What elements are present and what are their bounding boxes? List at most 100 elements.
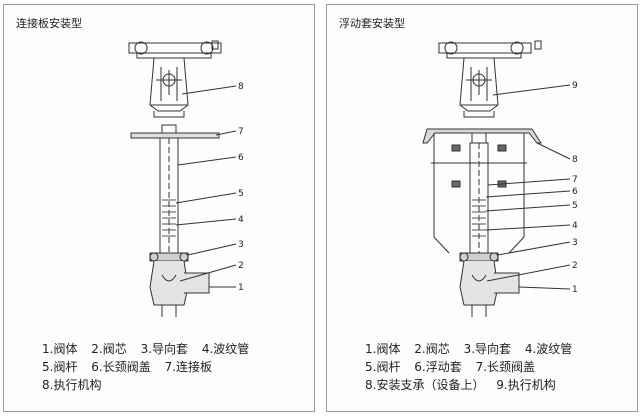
left-legend: 1.阀体 2.阀芯 3.导向套 4.波纹管 5.阀杆 6.长颈阀盖 7.连接板 … xyxy=(42,340,249,394)
leader-7 xyxy=(487,178,571,186)
leader-9 xyxy=(492,84,571,96)
legend-item: 7.连接板 xyxy=(164,360,213,374)
leader-6 xyxy=(485,190,571,198)
actuator-bolt-left xyxy=(444,41,458,55)
actuator-yoke xyxy=(149,57,189,112)
mounting-support xyxy=(422,128,542,144)
legend-item: 1.阀体 xyxy=(42,342,78,356)
left-title: 连接板安装型 xyxy=(16,17,82,30)
legend-item: 6.浮动套 xyxy=(414,360,462,374)
right-title: 浮动套安装型 xyxy=(339,17,405,30)
right-legend: 1.阀体 2.阀芯 3.导向套 4.波纹管 5.阀杆 6.浮动套 7.长颈阀盖 … xyxy=(365,340,572,394)
callout-8: 8 xyxy=(238,82,244,92)
callout-4: 4 xyxy=(572,221,578,231)
actuator-port xyxy=(211,40,219,50)
legend-item: 5.阀杆 xyxy=(365,360,401,374)
positioner-arms xyxy=(466,70,492,95)
callout-7: 7 xyxy=(238,127,244,137)
leader-8 xyxy=(181,85,237,95)
valve-body xyxy=(149,260,189,306)
callout-5: 5 xyxy=(572,201,578,211)
bellows xyxy=(162,199,176,237)
legend-item: 2.阀芯 xyxy=(414,342,450,356)
actuator-yoke xyxy=(459,57,499,112)
legend-line: 5.阀杆 6.长颈阀盖 7.连接板 xyxy=(42,358,249,376)
leader-7 xyxy=(215,130,237,136)
legend-item: 1.阀体 xyxy=(365,342,401,356)
legend-line: 5.阀杆 6.浮动套 7.长颈阀盖 xyxy=(365,358,572,376)
leader-3 xyxy=(187,243,237,256)
callout-6: 6 xyxy=(572,187,578,197)
valve-body-inlet xyxy=(471,305,487,317)
legend-item: 3.导向套 xyxy=(140,342,189,356)
actuator-bolt-left xyxy=(134,41,148,55)
sleeve-collar xyxy=(471,132,487,144)
leader-4 xyxy=(175,218,237,226)
leader-2 xyxy=(486,264,571,282)
legend-item: 7.长颈阀盖 xyxy=(475,360,536,374)
legend-item: 4.波纹管 xyxy=(524,342,573,356)
bellows xyxy=(472,199,486,237)
legend-item: 4.波纹管 xyxy=(201,342,250,356)
callout-9: 9 xyxy=(572,81,578,91)
callout-1: 1 xyxy=(238,283,244,293)
callout-1: 1 xyxy=(572,285,578,295)
yoke-inner xyxy=(160,67,178,101)
callout-4: 4 xyxy=(238,215,244,225)
actuator-diaphragm xyxy=(128,42,222,54)
legend-item: 2.阀芯 xyxy=(91,342,127,356)
leader-8 xyxy=(536,142,571,160)
legend-item: 8.安装支承（设备上） xyxy=(365,378,485,392)
callout-2: 2 xyxy=(572,261,578,271)
callout-6: 6 xyxy=(238,153,244,163)
yoke-base xyxy=(151,104,187,118)
connecting-plate xyxy=(130,132,220,139)
left-panel: 连接板安装型 xyxy=(3,4,315,412)
leader-6 xyxy=(177,156,237,166)
actuator-casing xyxy=(446,52,522,59)
leader-1 xyxy=(518,286,571,290)
callout-3: 3 xyxy=(572,238,578,248)
sleeve-block-left-lower xyxy=(451,180,461,188)
legend-item: 3.导向套 xyxy=(463,342,512,356)
yoke-base xyxy=(461,104,497,118)
leader-4 xyxy=(485,224,571,231)
legend-item: 9.执行机构 xyxy=(496,378,556,392)
right-panel: 浮动套安装型 xyxy=(326,4,638,412)
legend-item: 5.阀杆 xyxy=(42,360,78,374)
leader-5 xyxy=(175,192,237,204)
valve-body xyxy=(459,260,499,306)
bonnet-flange xyxy=(459,252,499,262)
actuator-port xyxy=(534,40,542,50)
left-valve-drawing: 8 7 6 5 4 3 2 1 xyxy=(128,40,244,317)
yoke-inner xyxy=(470,67,488,101)
legend-item: 8.执行机构 xyxy=(42,378,102,392)
actuator-casing xyxy=(136,52,212,59)
callout-8: 8 xyxy=(572,155,578,165)
actuator-bolt-right xyxy=(200,41,214,55)
callout-2: 2 xyxy=(238,261,244,271)
sleeve-block-left xyxy=(451,144,461,152)
actuator-bolt-right xyxy=(510,41,524,55)
bonnet-flange xyxy=(149,252,189,262)
valve-plug xyxy=(161,274,177,282)
valve-plug xyxy=(471,274,487,282)
plate-collar xyxy=(161,124,177,134)
leader-2 xyxy=(179,264,237,282)
leader-3 xyxy=(497,241,571,256)
legend-line: 1.阀体 2.阀芯 3.导向套 4.波纹管 xyxy=(365,340,572,358)
right-valve-drawing: 9 8 7 6 5 4 3 2 1 xyxy=(422,40,578,317)
callout-3: 3 xyxy=(238,240,244,250)
actuator-diaphragm xyxy=(438,42,532,54)
callout-5: 5 xyxy=(238,189,244,199)
legend-line: 1.阀体 2.阀芯 3.导向套 4.波纹管 xyxy=(42,340,249,358)
floating-sleeve-housing xyxy=(433,133,525,254)
sleeve-block-right xyxy=(497,144,507,152)
leader-5 xyxy=(485,204,571,212)
valve-body-inlet xyxy=(161,305,177,317)
callout-7: 7 xyxy=(572,175,578,185)
legend-line: 8.执行机构 xyxy=(42,376,249,394)
legend-line: 8.安装支承（设备上） 9.执行机构 xyxy=(365,376,572,394)
legend-item: 6.长颈阀盖 xyxy=(91,360,151,374)
positioner-arms xyxy=(156,70,182,95)
